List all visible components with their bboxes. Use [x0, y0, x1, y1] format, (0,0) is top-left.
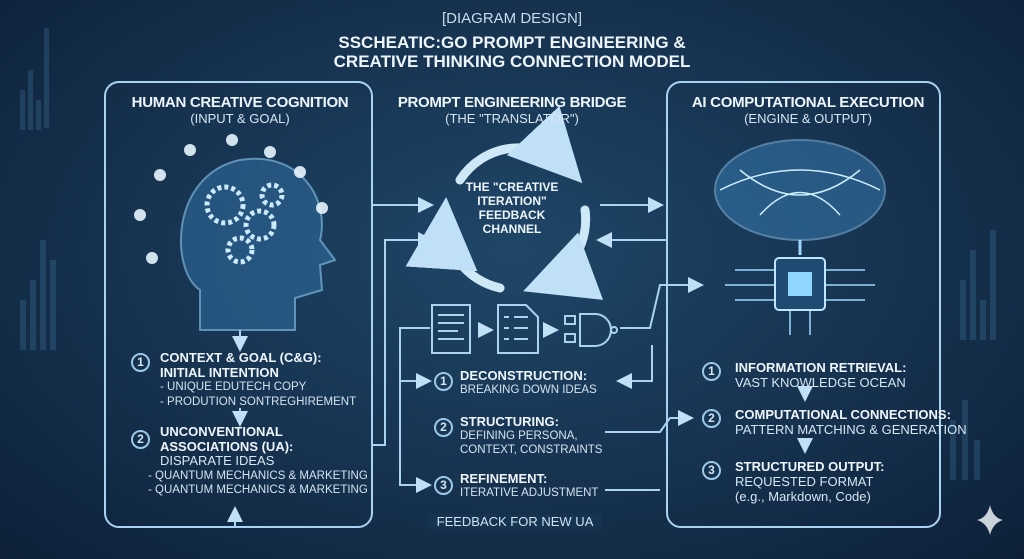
step-bullet: - PRODUTION SONTREGHIREMENT — [160, 396, 357, 408]
left-step-2: UNCONVENTIONAL ASSOCIATIONS (UA): DISPAR… — [148, 424, 368, 498]
step-bullet: - QUANTUM MECHANICS & MARKETING — [148, 469, 368, 482]
page-title-line1: SSCHEATIC:GO PROMPT ENGINEERING & — [338, 33, 686, 52]
middle-column-subtitle: (THE "TRANSLATOR") — [445, 111, 579, 126]
creative-iteration-cycle-icon — [405, 105, 604, 300]
step-number: 2 — [702, 409, 721, 428]
page-title-line2: CREATIVE THINKING CONNECTION MODEL — [333, 52, 691, 71]
step-text: REQUESTED FORMAT — [735, 474, 874, 489]
human-head-gears-icon — [134, 134, 337, 331]
cycle-line: FEEDBACK — [478, 208, 546, 222]
middle-column-title: PROMPT ENGINEERING BRIDGE — [397, 94, 627, 111]
cycle-line: THE "CREATIVE — [465, 180, 559, 194]
cycle-line: CHANNEL — [482, 222, 542, 236]
step-title: UNCONVENTIONAL — [160, 424, 283, 439]
step-number: 1 — [434, 372, 453, 391]
step-bullet: - UNIQUE EDUTECH COPY — [160, 381, 307, 393]
left-step-1: CONTEXT & GOAL (C&G): INITIAL INTENTION … — [160, 350, 356, 410]
step-number: 2 — [434, 418, 453, 437]
step-text: ITERATIVE ADJUSTMENT — [460, 487, 599, 499]
step-title: DECONSTRUCTION: — [460, 368, 588, 383]
right-panel-border — [666, 81, 941, 528]
left-column-title: HUMAN CREATIVE COGNITION — [131, 94, 349, 111]
ai-brain-chip-icon — [714, 139, 886, 335]
step-title: REFINEMENT: — [460, 471, 548, 486]
checklist-icon — [497, 304, 539, 354]
right-step-2: COMPUTATIONAL CONNECTIONS:PATTERN MATCHI… — [735, 407, 967, 437]
right-step-3: STRUCTURED OUTPUT:REQUESTED FORMAT(e.g.,… — [735, 459, 885, 504]
step-number: 3 — [434, 476, 453, 495]
step-title: INITIAL INTENTION — [160, 365, 279, 380]
step-number: 1 — [131, 353, 150, 372]
step-text: BREAKING DOWN IDEAS — [460, 384, 597, 396]
step-text: (e.g., Markdown, Code) — [735, 489, 871, 504]
step-title: INFORMATION RETRIEVAL: — [735, 360, 907, 375]
step-title: ASSOCIATIONS (UA): — [160, 438, 294, 454]
left-panel-border — [104, 81, 373, 528]
middle-step-2: STRUCTURING:DEFINING PERSONA, CONTEXT, CO… — [460, 415, 602, 457]
right-column-title: AI COMPUTATIONAL EXECUTION — [691, 94, 925, 111]
left-column-subtitle: (INPUT & GOAL) — [190, 111, 290, 126]
step-text: DEFINING PERSONA, — [460, 430, 578, 442]
step-title: COMPUTATIONAL CONNECTIONS: — [735, 407, 951, 422]
middle-step-1: DECONSTRUCTION:BREAKING DOWN IDEAS — [460, 369, 597, 397]
step-text: PATTERN MATCHING & GENERATION — [735, 422, 967, 437]
logic-gate-icon — [564, 313, 618, 347]
feedback-label: FEEDBACK FOR NEW UA — [428, 514, 602, 529]
step-text: VAST KNOWLEDGE OCEAN — [735, 375, 906, 390]
step-title: CONTEXT & GOAL (C&G): — [160, 350, 322, 365]
step-number: 1 — [702, 362, 721, 381]
step-bullet: - QUANTUM MECHANICS & MARKETING — [148, 484, 368, 496]
cycle-line: ITERATION" — [477, 194, 547, 208]
step-text: CONTEXT, CONSTRAINTS — [460, 444, 603, 456]
right-step-1: INFORMATION RETRIEVAL:VAST KNOWLEDGE OCE… — [735, 360, 906, 390]
step-subtitle: DISPARATE IDEAS — [160, 453, 275, 468]
sparkle-icon — [977, 505, 1003, 535]
document-icon — [431, 304, 471, 354]
middle-step-3: REFINEMENT:ITERATIVE ADJUSTMENT — [460, 472, 598, 500]
step-number: 3 — [702, 461, 721, 480]
step-title: STRUCTURING: — [460, 414, 559, 429]
diagram-tag: [DIAGRAM DESIGN] — [441, 10, 583, 27]
right-column-subtitle: (ENGINE & OUTPUT) — [744, 111, 872, 126]
step-title: STRUCTURED OUTPUT: — [735, 459, 885, 474]
step-number: 2 — [131, 430, 150, 449]
background-bar-charts — [20, 28, 996, 480]
